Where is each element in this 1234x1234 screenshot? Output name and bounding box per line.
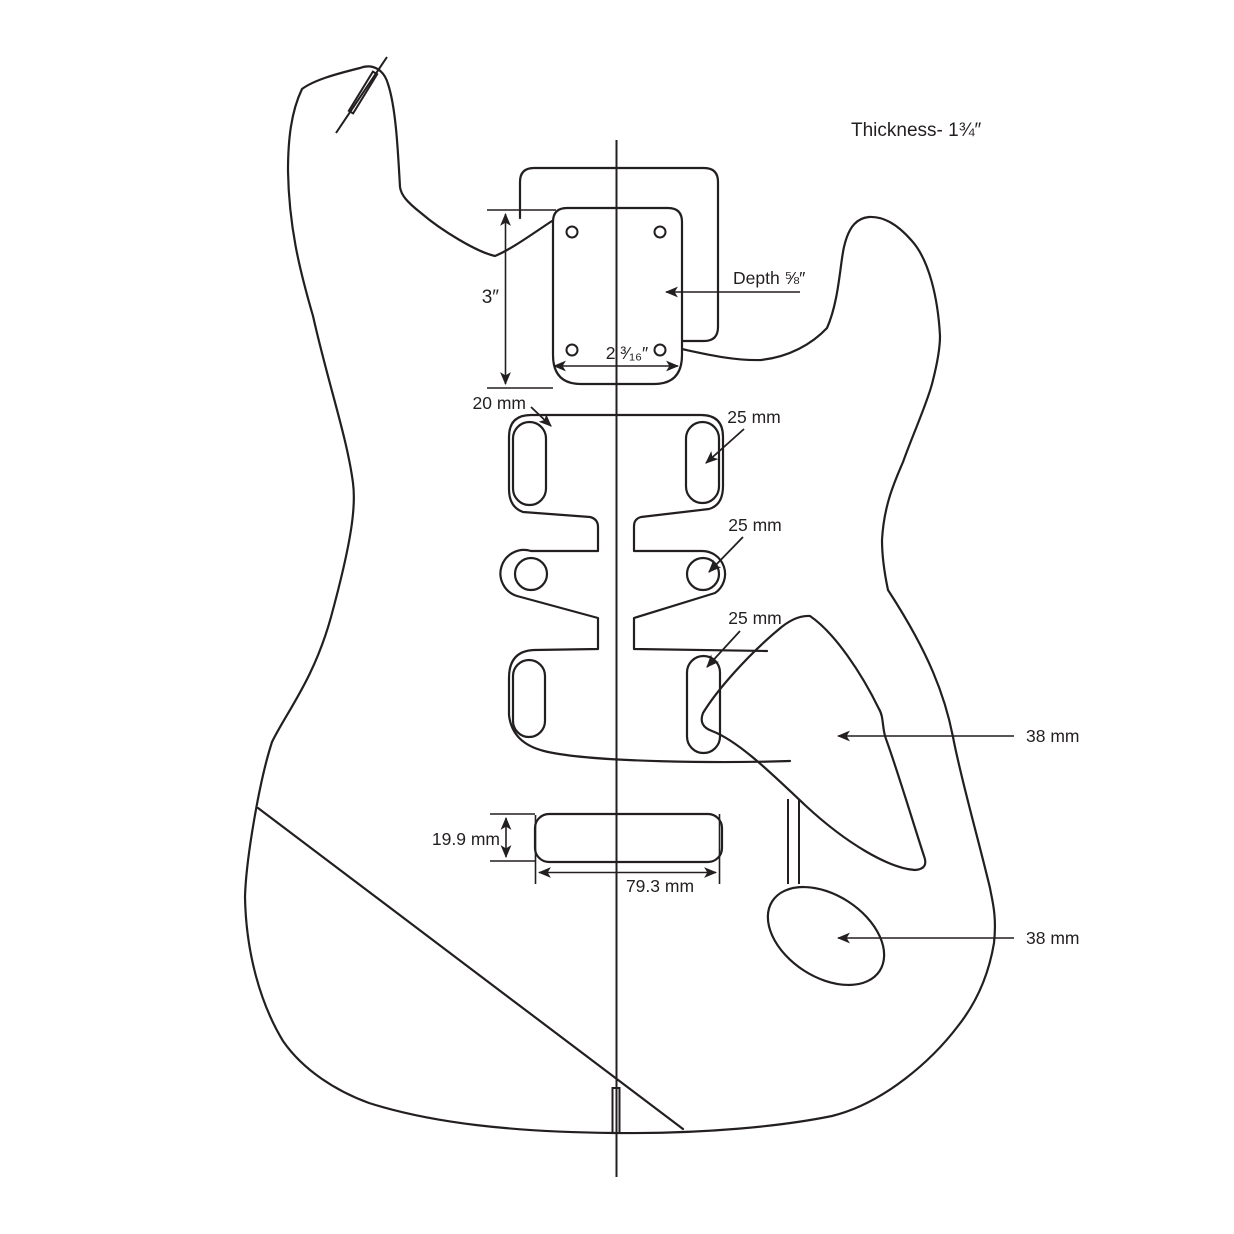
tremolo-spring-cavity bbox=[700, 614, 927, 872]
strap-button-bottom bbox=[611, 1087, 621, 1134]
neck-screw-hole-4 bbox=[653, 343, 667, 357]
neck-pocket-width-label: 2 ³⁄₁₆″ bbox=[606, 343, 649, 363]
neck-screw-hole-3 bbox=[565, 343, 579, 357]
jack-cavity-label: 38 mm bbox=[1026, 928, 1079, 948]
middle-pickup-lug-left bbox=[513, 556, 549, 592]
thickness-label: Thickness- 1¾″ bbox=[851, 120, 982, 141]
neck-pickup-ear-right bbox=[684, 420, 721, 505]
middle-ear-label: 25 mm bbox=[728, 515, 781, 535]
dim-neck-pocket-width: 2 ³⁄₁₆″ bbox=[552, 343, 680, 372]
anno-bridge-ear: 25 mm bbox=[706, 608, 782, 668]
neck-pocket-depth-label: Depth ⅝″ bbox=[733, 268, 805, 288]
belly-contour-line bbox=[256, 806, 685, 1131]
bridge-pickup-ear-right bbox=[685, 654, 722, 755]
pickup-routing-outline bbox=[499, 413, 792, 764]
neck-pocket-length-label: 3″ bbox=[482, 287, 500, 308]
neck-screw-hole-2 bbox=[653, 225, 667, 239]
anno-middle-ear: 25 mm bbox=[708, 515, 782, 573]
anno-trem-cavity: 38 mm bbox=[836, 726, 1079, 746]
anno-neck-route: 20 mm bbox=[473, 393, 552, 427]
anno-neck-ear: 25 mm bbox=[705, 407, 781, 464]
bridge-pickup-ear-left bbox=[511, 658, 547, 739]
neck-route-label: 20 mm bbox=[473, 393, 526, 413]
dim-neck-pocket-length: 3″ bbox=[482, 209, 556, 389]
claw-height-label: 19.9 mm bbox=[432, 829, 500, 849]
dim-claw-height: 19.9 mm bbox=[432, 813, 535, 862]
claw-width-label: 79.3 mm bbox=[626, 876, 694, 896]
dim-neck-pocket-depth: Depth ⅝″ bbox=[664, 268, 805, 298]
middle-pickup-lug-right bbox=[685, 556, 721, 592]
neck-screw-hole-1 bbox=[565, 225, 579, 239]
bridge-ear-label: 25 mm bbox=[728, 608, 781, 628]
tremolo-block-slot bbox=[787, 799, 800, 884]
jack-cavity-oval bbox=[766, 885, 886, 987]
neck-ear-label: 25 mm bbox=[727, 407, 780, 427]
strap-button-horn bbox=[335, 56, 388, 134]
tremolo-claw-rout bbox=[533, 812, 724, 864]
dim-claw-width: 79.3 mm bbox=[534, 814, 721, 896]
neck-pocket-outline bbox=[518, 166, 720, 343]
anno-jack-cavity: 38 mm bbox=[836, 928, 1079, 948]
neck-pickup-ear-left bbox=[511, 420, 548, 507]
trem-cavity-label: 38 mm bbox=[1026, 726, 1079, 746]
